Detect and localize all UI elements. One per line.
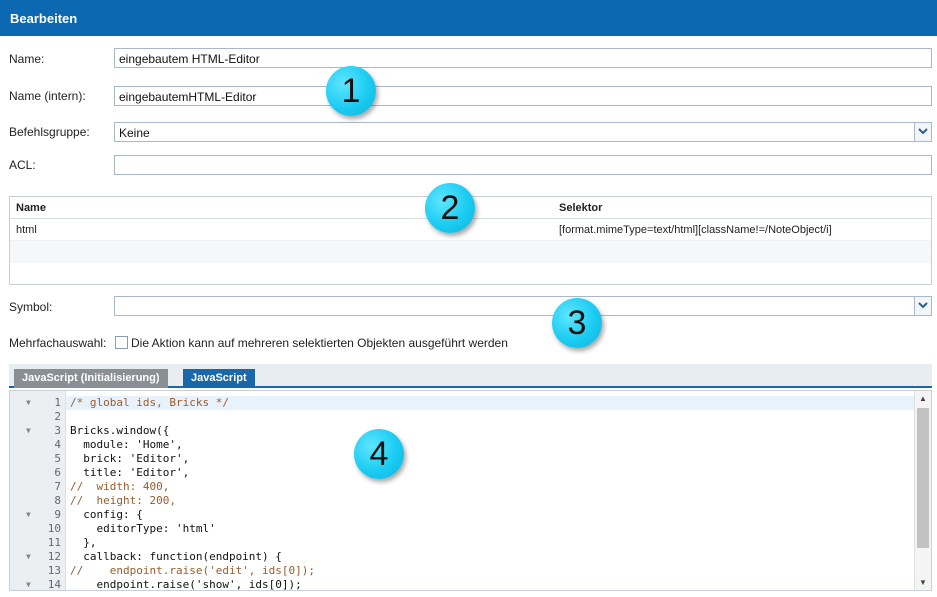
tab-javascript[interactable]: JavaScript [183, 369, 255, 388]
scroll-up-icon[interactable]: ▲ [919, 394, 927, 403]
code-line: title: 'Editor', [70, 466, 190, 479]
code-line: // height: 200, [70, 494, 176, 507]
gutter-line: 5 [54, 452, 61, 465]
gutter-line: ▼1 [26, 396, 61, 409]
command-group-label: Befehlsgruppe: [9, 125, 90, 139]
table-row[interactable]: html [format.mimeType=text/html][classNa… [10, 219, 931, 241]
code-line: module: 'Home', [70, 438, 183, 451]
code-line: // width: 400, [70, 480, 170, 493]
internal-name-input[interactable]: eingebautemHTML-Editor [114, 86, 932, 106]
marker-4: 4 [354, 429, 404, 479]
column-header-name[interactable]: Name [16, 202, 46, 214]
name-input[interactable]: eingebautem HTML-Editor [114, 48, 932, 68]
multi-select-row: Mehrfachauswahl: Die Aktion kann auf meh… [9, 336, 508, 352]
fold-arrow-icon[interactable]: ▼ [26, 426, 31, 435]
gutter-line: 8 [54, 494, 61, 507]
code-line: }, [70, 536, 97, 549]
grid-empty-row [10, 241, 931, 263]
chevron-down-icon[interactable] [914, 297, 931, 315]
multi-select-checkbox-label[interactable]: Die Aktion kann auf mehreren selektierte… [131, 336, 508, 350]
code-editor[interactable]: ▼1 2 ▼3 4 5 6 7 8 ▼9 10 11 ▼12 13 ▼14 /*… [9, 390, 932, 591]
code-line: endpoint.raise('show', ids[0]); [70, 578, 302, 591]
code-line: brick: 'Editor', [70, 452, 190, 465]
marker-1: 1 [326, 66, 376, 116]
gutter-line: 13 [47, 564, 61, 577]
window-title: Bearbeiten [0, 0, 937, 36]
vertical-scrollbar[interactable]: ▲ ▼ [914, 391, 931, 590]
gutter-line: ▼14 [26, 578, 61, 591]
code-line: editorType: 'html' [70, 522, 216, 535]
scroll-down-icon[interactable]: ▼ [919, 578, 927, 587]
row-name-cell: html [16, 224, 37, 236]
gutter-line: ▼12 [26, 550, 61, 563]
name-label: Name: [9, 52, 45, 66]
fold-arrow-icon[interactable]: ▼ [26, 580, 31, 589]
code-line: // endpoint.raise('edit', ids[0]); [70, 564, 316, 577]
fold-arrow-icon[interactable]: ▼ [26, 552, 31, 561]
marker-2: 2 [425, 183, 475, 233]
code-line [66, 410, 914, 424]
fold-arrow-icon[interactable]: ▼ [26, 398, 31, 407]
tab-javascript-init[interactable]: JavaScript (Initialisierung) [14, 369, 168, 388]
gutter-line: ▼3 [26, 424, 61, 437]
script-tabs: JavaScript (Initialisierung) JavaScript [9, 364, 932, 388]
column-header-selector[interactable]: Selektor [559, 202, 603, 214]
multi-select-label: Mehrfachauswahl: [9, 336, 107, 350]
code-line: callback: function(endpoint) { [70, 550, 282, 563]
symbol-select[interactable] [114, 296, 932, 316]
gutter-line: 7 [54, 480, 61, 493]
gutter-line: ▼9 [26, 508, 61, 521]
code-area[interactable]: /* global ids, Bricks */ Bricks.window({… [66, 391, 914, 590]
code-line: config: { [70, 508, 143, 521]
marker-3: 3 [552, 298, 602, 348]
symbol-label: Symbol: [9, 300, 53, 314]
chevron-down-icon[interactable] [914, 123, 931, 141]
gutter-line: 4 [54, 438, 61, 451]
scrollbar-thumb[interactable] [917, 408, 929, 548]
multi-select-checkbox[interactable] [115, 336, 128, 349]
gutter-line: 10 [47, 522, 61, 535]
gutter-line: 2 [54, 410, 61, 423]
code-line: /* global ids, Bricks */ [66, 396, 914, 410]
command-group-select[interactable]: Keine [114, 122, 932, 142]
gutter-line: 6 [54, 466, 61, 479]
line-gutter: ▼1 2 ▼3 4 5 6 7 8 ▼9 10 11 ▼12 13 ▼14 [10, 391, 66, 590]
internal-name-label: Name (intern): [9, 89, 86, 103]
fold-arrow-icon[interactable]: ▼ [26, 510, 31, 519]
row-selector-cell: [format.mimeType=text/html][className!=/… [559, 224, 832, 236]
acl-label: ACL: [9, 158, 36, 172]
code-line: Bricks.window({ [70, 424, 170, 437]
gutter-line: 11 [47, 536, 61, 549]
acl-input[interactable] [114, 155, 932, 175]
command-group-value: Keine [119, 126, 150, 140]
